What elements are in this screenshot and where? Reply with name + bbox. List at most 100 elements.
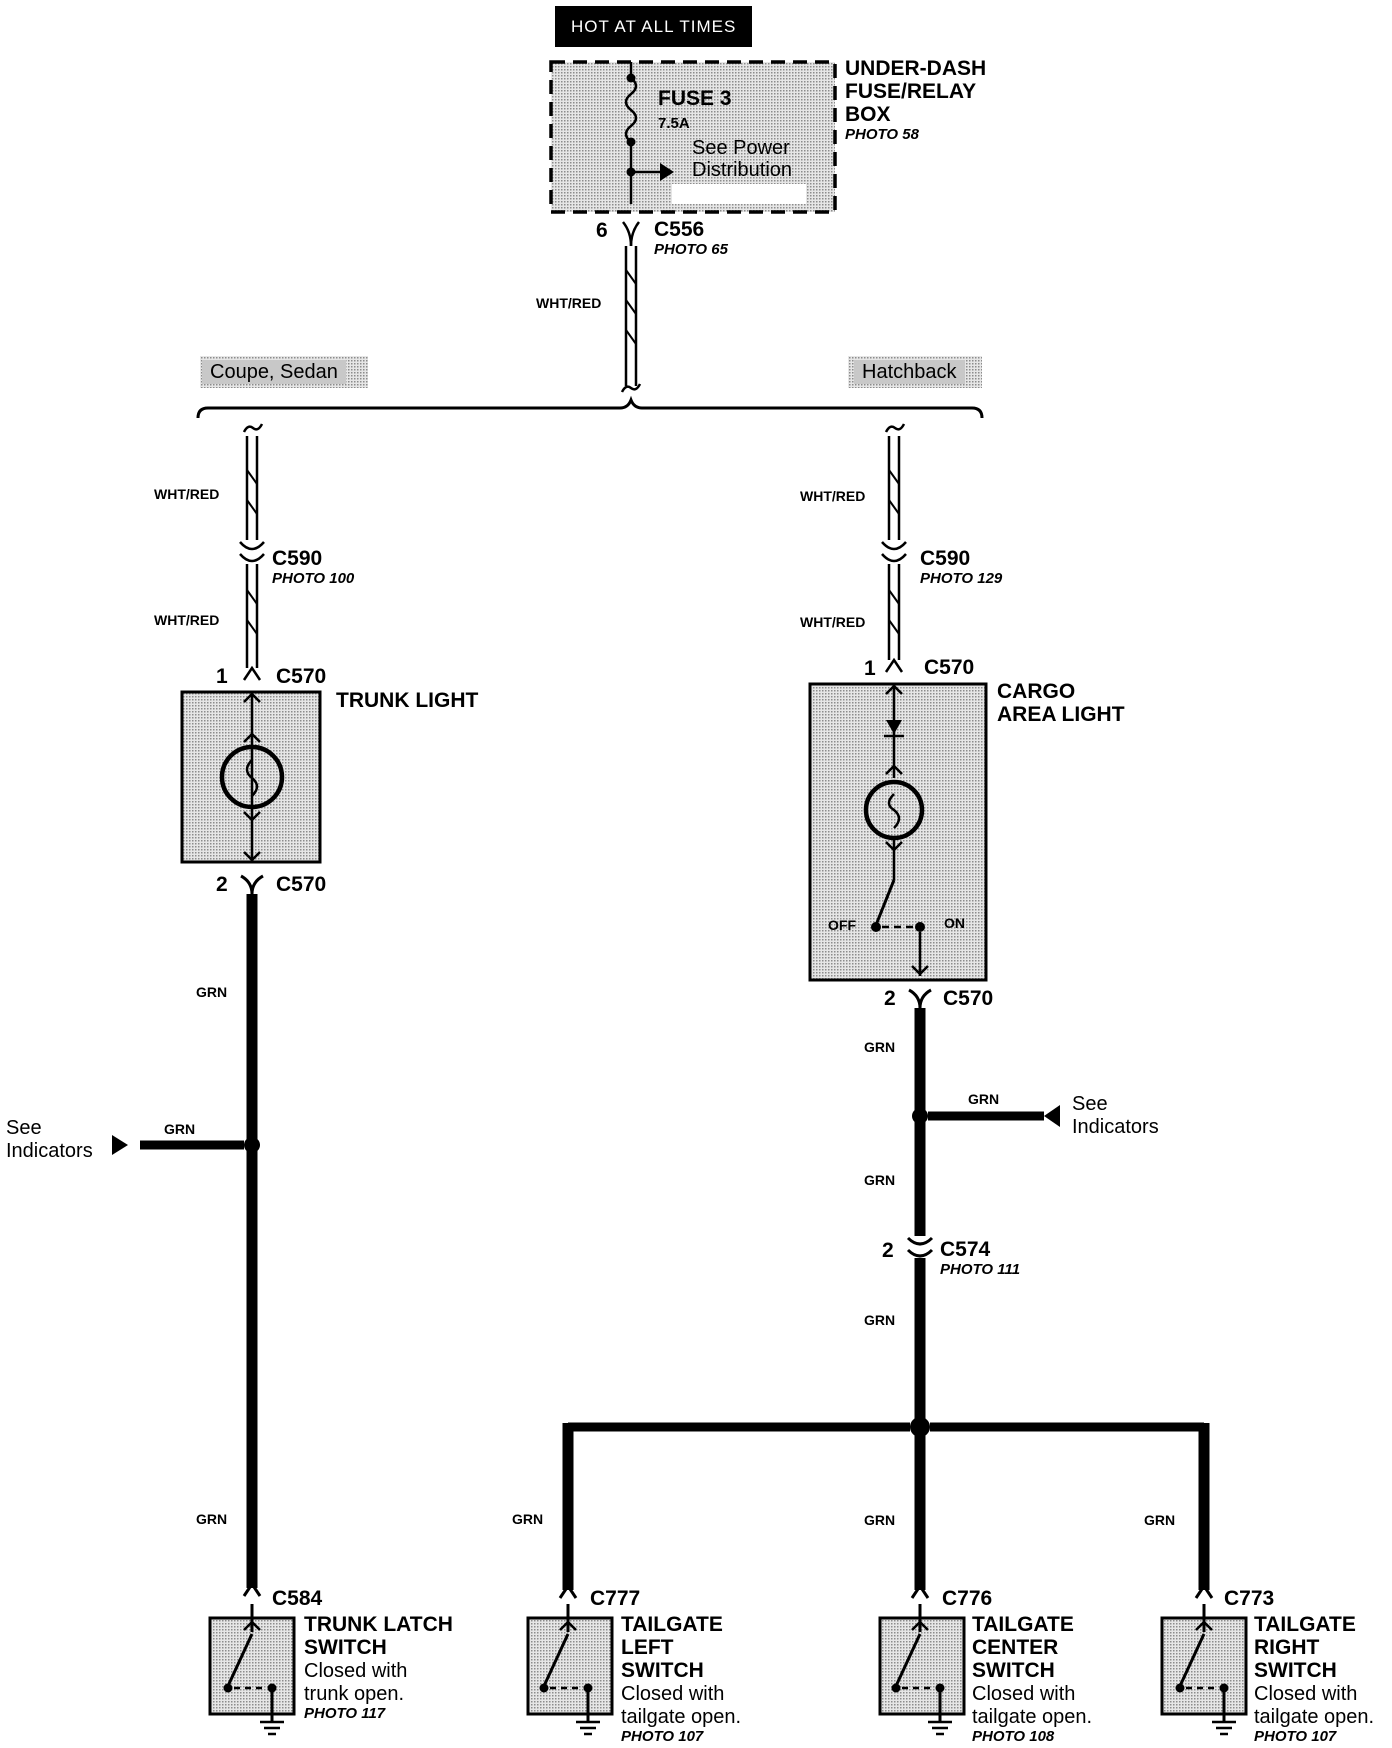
left-grn-wire — [112, 874, 264, 1597]
variant-hatchback: Hatchback — [854, 360, 965, 384]
tailgate-left-name-1: TAILGATE — [621, 1613, 723, 1636]
right-c590-photo: PHOTO 129 — [920, 570, 1003, 587]
right-grn-1: GRN — [864, 1039, 896, 1055]
tailgate-center-name-1: TAILGATE — [972, 1613, 1074, 1636]
right-branch-wiring — [881, 423, 907, 673]
fuse-box-name-line1: UNDER-DASH — [845, 57, 987, 80]
right-c570-bottom: C570 — [943, 987, 994, 1010]
tailgate-right-switch-icon — [1160, 1604, 1248, 1736]
fuse-name: FUSE 3 — [658, 87, 732, 110]
right-wire-mid-color: WHT/RED — [800, 614, 866, 630]
fuse-relay-box — [549, 60, 837, 214]
diode-icon — [886, 720, 902, 734]
fuse-icon — [624, 77, 638, 143]
tailgate-center-name-2: CENTER — [972, 1636, 1059, 1659]
see-power-line1: See Power — [692, 137, 790, 159]
right-indicator-see: See — [1072, 1093, 1108, 1115]
right-c570-pin1: 1 — [864, 657, 876, 680]
trunk-switch-name-1: TRUNK LATCH — [304, 1613, 453, 1636]
tailgate-right-photo: PHOTO 107 — [1254, 1728, 1337, 1745]
left-grn-2: GRN — [196, 1511, 228, 1527]
tailgate-center-desc-1: Closed with — [972, 1683, 1076, 1705]
indicators-right-arrow-icon — [1044, 1105, 1060, 1127]
right-c570-pin2: 2 — [884, 987, 896, 1010]
tailgate-left-connector: C777 — [590, 1587, 641, 1610]
cargo-switch-lever-icon — [874, 879, 896, 926]
c574-pin: 2 — [882, 1239, 894, 1262]
trunk-switch-desc-2: trunk open. — [304, 1683, 405, 1705]
c590-right-connector-icon — [881, 541, 907, 551]
left-c590-photo: PHOTO 100 — [272, 570, 355, 587]
fuse-rating: 7.5A — [658, 115, 690, 132]
indicators-left-arrow-icon — [112, 1135, 128, 1155]
tailgate-left-name-2: LEFT — [621, 1636, 674, 1659]
right-grn-2: GRN — [864, 1172, 896, 1188]
trunk-light-assembly — [180, 690, 322, 864]
tailgate-right-name-3: SWITCH — [1254, 1659, 1337, 1682]
left-c570-bottom: C570 — [276, 873, 327, 896]
c556-photo: PHOTO 65 — [654, 241, 728, 258]
tailgate-center-wire: GRN — [864, 1512, 896, 1528]
trunk-switch-photo: PHOTO 117 — [304, 1705, 386, 1722]
tailgate-right-wire: GRN — [1144, 1512, 1176, 1528]
wire-wht-red-main — [620, 221, 642, 393]
c590-left-connector-icon — [239, 541, 265, 551]
main-wire-color: WHT/RED — [536, 295, 602, 311]
tailgate-right-connector: C773 — [1224, 1587, 1275, 1610]
tailgate-left-desc-1: Closed with — [621, 1683, 725, 1705]
left-indicator-target: Indicators — [6, 1140, 93, 1162]
c556-pin: 6 — [596, 219, 608, 242]
c574-connector-icon — [906, 1236, 934, 1246]
c574-photo: PHOTO 111 — [940, 1261, 1021, 1278]
tailgate-left-name-3: SWITCH — [621, 1659, 704, 1682]
cargo-light-assembly — [808, 682, 988, 982]
tailgate-right-desc-1: Closed with — [1254, 1683, 1358, 1705]
right-indicator-target: Indicators — [1072, 1116, 1159, 1138]
tailgate-left-switch-icon — [526, 1604, 614, 1736]
left-branch-wiring — [239, 423, 265, 681]
left-c590-name: C590 — [272, 547, 323, 570]
tailgate-right-desc-2: tailgate open. — [1254, 1706, 1375, 1728]
left-indicator-see: See — [6, 1117, 42, 1139]
fuse-box-name-line2: FUSE/RELAY — [845, 80, 977, 103]
c574-name: C574 — [940, 1238, 991, 1261]
fuse-box-name-line3: BOX — [845, 103, 891, 126]
variant-bracket — [196, 395, 984, 419]
variant-coupe-sedan: Coupe, Sedan — [202, 360, 346, 384]
left-indicator-wire: GRN — [164, 1121, 196, 1137]
right-c590-name: C590 — [920, 547, 971, 570]
tailgate-center-switch-icon — [878, 1604, 966, 1736]
trunk-latch-switch-icon — [208, 1604, 296, 1736]
right-grn-wire — [558, 988, 1214, 1599]
tailgate-left-photo: PHOTO 107 — [621, 1728, 704, 1745]
trunk-switch-connector: C584 — [272, 1587, 323, 1610]
tailgate-left-wire: GRN — [512, 1511, 544, 1527]
right-c570-top: C570 — [924, 656, 975, 679]
left-wire-top-color: WHT/RED — [154, 486, 220, 502]
trunk-bulb-icon — [219, 744, 285, 810]
see-power-line2: Distribution — [692, 159, 793, 181]
left-wire-mid-color: WHT/RED — [154, 612, 220, 628]
tailgate-right-name-2: RIGHT — [1254, 1636, 1320, 1659]
cargo-off-label: OFF — [828, 917, 856, 933]
trunk-switch-desc-1: Closed with — [304, 1660, 408, 1682]
tailgate-right-name-1: TAILGATE — [1254, 1613, 1356, 1636]
power-distribution-arrow-icon — [660, 163, 674, 181]
trunk-light-name: TRUNK LIGHT — [336, 689, 479, 712]
right-wire-top-color: WHT/RED — [800, 488, 866, 504]
left-grn-1: GRN — [196, 984, 228, 1000]
cargo-light-name-2: AREA LIGHT — [997, 703, 1125, 726]
tailgate-center-connector: C776 — [942, 1587, 993, 1610]
tailgate-center-desc-2: tailgate open. — [972, 1706, 1093, 1728]
c556-name: C556 — [654, 218, 705, 241]
fuse-box-photo: PHOTO 58 — [845, 126, 919, 143]
left-c570-pin2: 2 — [216, 873, 228, 896]
right-indicator-wire: GRN — [968, 1091, 1000, 1107]
cargo-light-name-1: CARGO — [997, 680, 1076, 703]
tailgate-left-desc-2: tailgate open. — [621, 1706, 742, 1728]
hot-at-all-times-label: HOT AT ALL TIMES — [555, 6, 753, 47]
tailgate-center-photo: PHOTO 108 — [972, 1728, 1055, 1745]
left-c570-pin1: 1 — [216, 665, 228, 688]
trunk-switch-name-2: SWITCH — [304, 1636, 387, 1659]
